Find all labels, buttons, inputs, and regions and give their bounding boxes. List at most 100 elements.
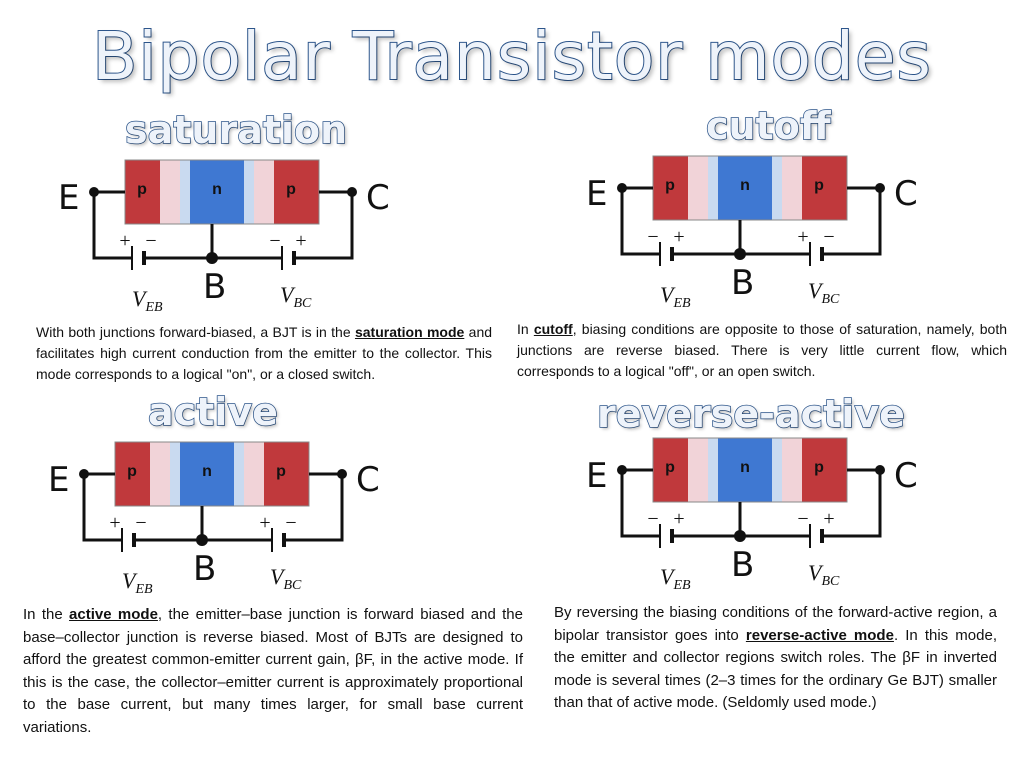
depletion-region [782, 438, 802, 502]
voltage-label-veb: VEB [660, 282, 691, 311]
wire [822, 468, 882, 538]
desc-text: With both junctions forward-biased, a BJ… [36, 324, 355, 340]
voltage-label-vbc: VBC [280, 282, 312, 311]
p-label: p [127, 463, 137, 480]
collector-label: C [366, 178, 390, 218]
desc-text: . In this mode, the emitter and collecto… [554, 626, 997, 712]
emitter-terminal [617, 465, 627, 475]
collector-label: C [894, 174, 918, 214]
emitter-terminal [89, 187, 99, 197]
mode-title-cutoff: cutoff [705, 103, 831, 149]
collector-label: C [894, 456, 918, 496]
wire [294, 190, 354, 260]
wire [284, 472, 344, 542]
n-region-base [190, 160, 244, 224]
base-label: B [731, 545, 754, 585]
desc-term: reverse-active mode [745, 626, 894, 644]
p-region-emitter [115, 442, 150, 506]
emitter-label: E [48, 460, 69, 500]
polarity-sign: + [295, 230, 306, 252]
desc-term: saturation mode [354, 324, 465, 340]
polarity-sign: + [673, 508, 684, 530]
desc-term: cutoff [533, 321, 573, 337]
n-region-base [718, 156, 772, 220]
p-region-emitter [653, 156, 688, 220]
mode-title-reverse-active: reverse-active [596, 391, 905, 437]
depletion-region [244, 442, 264, 506]
emitter-label: E [586, 174, 607, 214]
collector-terminal [337, 469, 347, 479]
polarity-sign: − [269, 230, 280, 252]
depletion-region [254, 160, 274, 224]
voltage-label-vbc: VBC [808, 278, 840, 307]
depletion-region [170, 442, 180, 506]
collector-label: C [356, 460, 380, 500]
wire [822, 186, 882, 256]
polarity-sign: + [823, 508, 834, 530]
base-terminal [734, 530, 746, 542]
base-terminal [734, 248, 746, 260]
collector-terminal [875, 465, 885, 475]
collector-terminal [875, 183, 885, 193]
polarity-sign: − [823, 226, 834, 248]
polarity-sign: + [119, 230, 130, 252]
n-label: n [740, 459, 750, 476]
mode-title-active: active [147, 389, 278, 435]
description-active: In the active mode, the emitter–base jun… [23, 604, 523, 739]
polarity-sign: − [797, 508, 808, 530]
polarity-sign: − [647, 508, 658, 530]
polarity-sign: − [285, 512, 296, 534]
emitter-label: E [58, 178, 79, 218]
desc-text: and facilitates high current conduction … [36, 324, 493, 382]
p-label: p [814, 177, 824, 194]
p-label: p [286, 181, 296, 198]
wire [620, 468, 660, 538]
description-reverse-active: By reversing the biasing conditions of t… [554, 602, 997, 715]
depletion-region [688, 156, 708, 220]
desc-text: , the emitter–base junction is forward b… [23, 606, 523, 736]
p-region-collector [264, 442, 309, 506]
mode-title-saturation: saturation [124, 107, 348, 153]
emitter-label: E [586, 456, 607, 496]
depletion-region [180, 160, 190, 224]
p-label: p [814, 459, 824, 476]
voltage-label-vbc: VBC [270, 564, 302, 593]
base-terminal [206, 252, 218, 264]
polarity-sign: + [673, 226, 684, 248]
desc-text: In the [23, 606, 70, 623]
desc-term: active mode [69, 606, 158, 623]
depletion-region [150, 442, 170, 506]
p-region-collector [802, 438, 847, 502]
wire [82, 472, 122, 542]
voltage-label-veb: VEB [132, 286, 163, 315]
p-label: p [276, 463, 286, 480]
p-label: p [137, 181, 147, 198]
polarity-sign: − [647, 226, 658, 248]
polarity-sign: + [797, 226, 808, 248]
polarity-sign: + [109, 512, 120, 534]
desc-text: By reversing the biasing conditions of t… [554, 604, 997, 644]
base-label: B [203, 267, 226, 307]
n-label: n [202, 463, 212, 480]
voltage-label-veb: VEB [122, 568, 153, 597]
p-label: p [665, 177, 675, 194]
p-region-collector [274, 160, 319, 224]
depletion-region [772, 438, 782, 502]
wire [92, 190, 132, 260]
depletion-region [782, 156, 802, 220]
voltage-label-veb: VEB [660, 564, 691, 593]
p-region-collector [802, 156, 847, 220]
p-region-emitter [125, 160, 160, 224]
depletion-region [244, 160, 254, 224]
polarity-sign: − [135, 512, 146, 534]
n-label: n [740, 177, 750, 194]
p-region-emitter [653, 438, 688, 502]
n-region-base [718, 438, 772, 502]
description-cutoff: In cutoff, biasing conditions are opposi… [517, 319, 1007, 382]
depletion-region [772, 156, 782, 220]
base-label: B [731, 263, 754, 303]
